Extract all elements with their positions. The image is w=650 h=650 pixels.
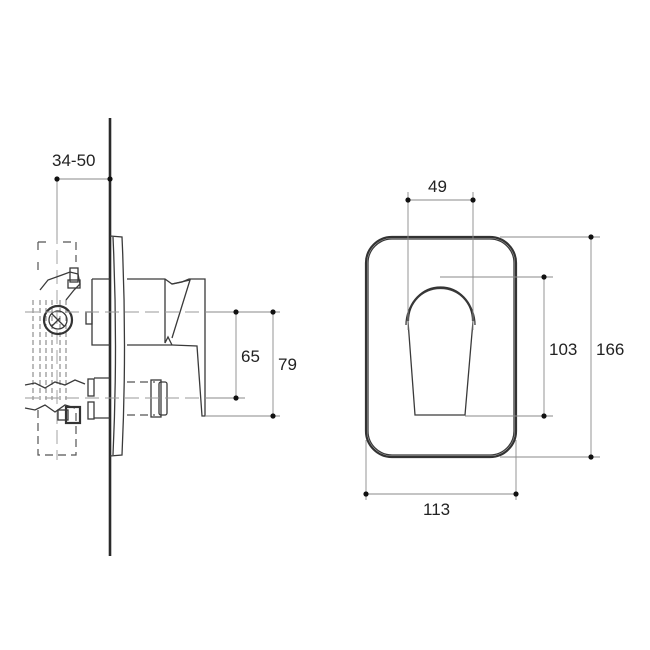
- concealed-valve-body: [32, 230, 77, 460]
- handle-lever: [405, 286, 476, 416]
- cover-plate-profile: [109, 235, 126, 457]
- dimension-handle-height: 103: [440, 274, 577, 419]
- dimension-handle-offset: 65: [205, 309, 280, 401]
- dimension-plate-height: 166: [500, 234, 624, 460]
- dimension-label-plate-height: 166: [596, 340, 624, 359]
- outlet-pipes: [127, 379, 168, 418]
- valve-fittings: [24, 267, 95, 425]
- dimension-label-handle-height: 103: [549, 340, 577, 359]
- side-view: 34-50: [24, 118, 297, 556]
- dimension-handle-width: 49: [405, 177, 476, 330]
- dimension-label-plate-width: 113: [423, 500, 450, 519]
- dimension-wall-depth: 34-50: [52, 151, 113, 240]
- dimension-label-handle-offset: 65: [241, 347, 260, 366]
- dimension-label-outlet-height: 79: [278, 355, 297, 374]
- front-view: 49 103 166 113: [363, 177, 624, 519]
- dimension-label-handle-width: 49: [428, 177, 447, 196]
- dimension-plate-width: 113: [363, 440, 519, 519]
- cover-plate: [364, 235, 518, 459]
- dimension-label-wall-depth: 34-50: [52, 151, 95, 170]
- handle-side-profile: [127, 278, 206, 417]
- dimension-outlet-height: 79: [205, 309, 297, 419]
